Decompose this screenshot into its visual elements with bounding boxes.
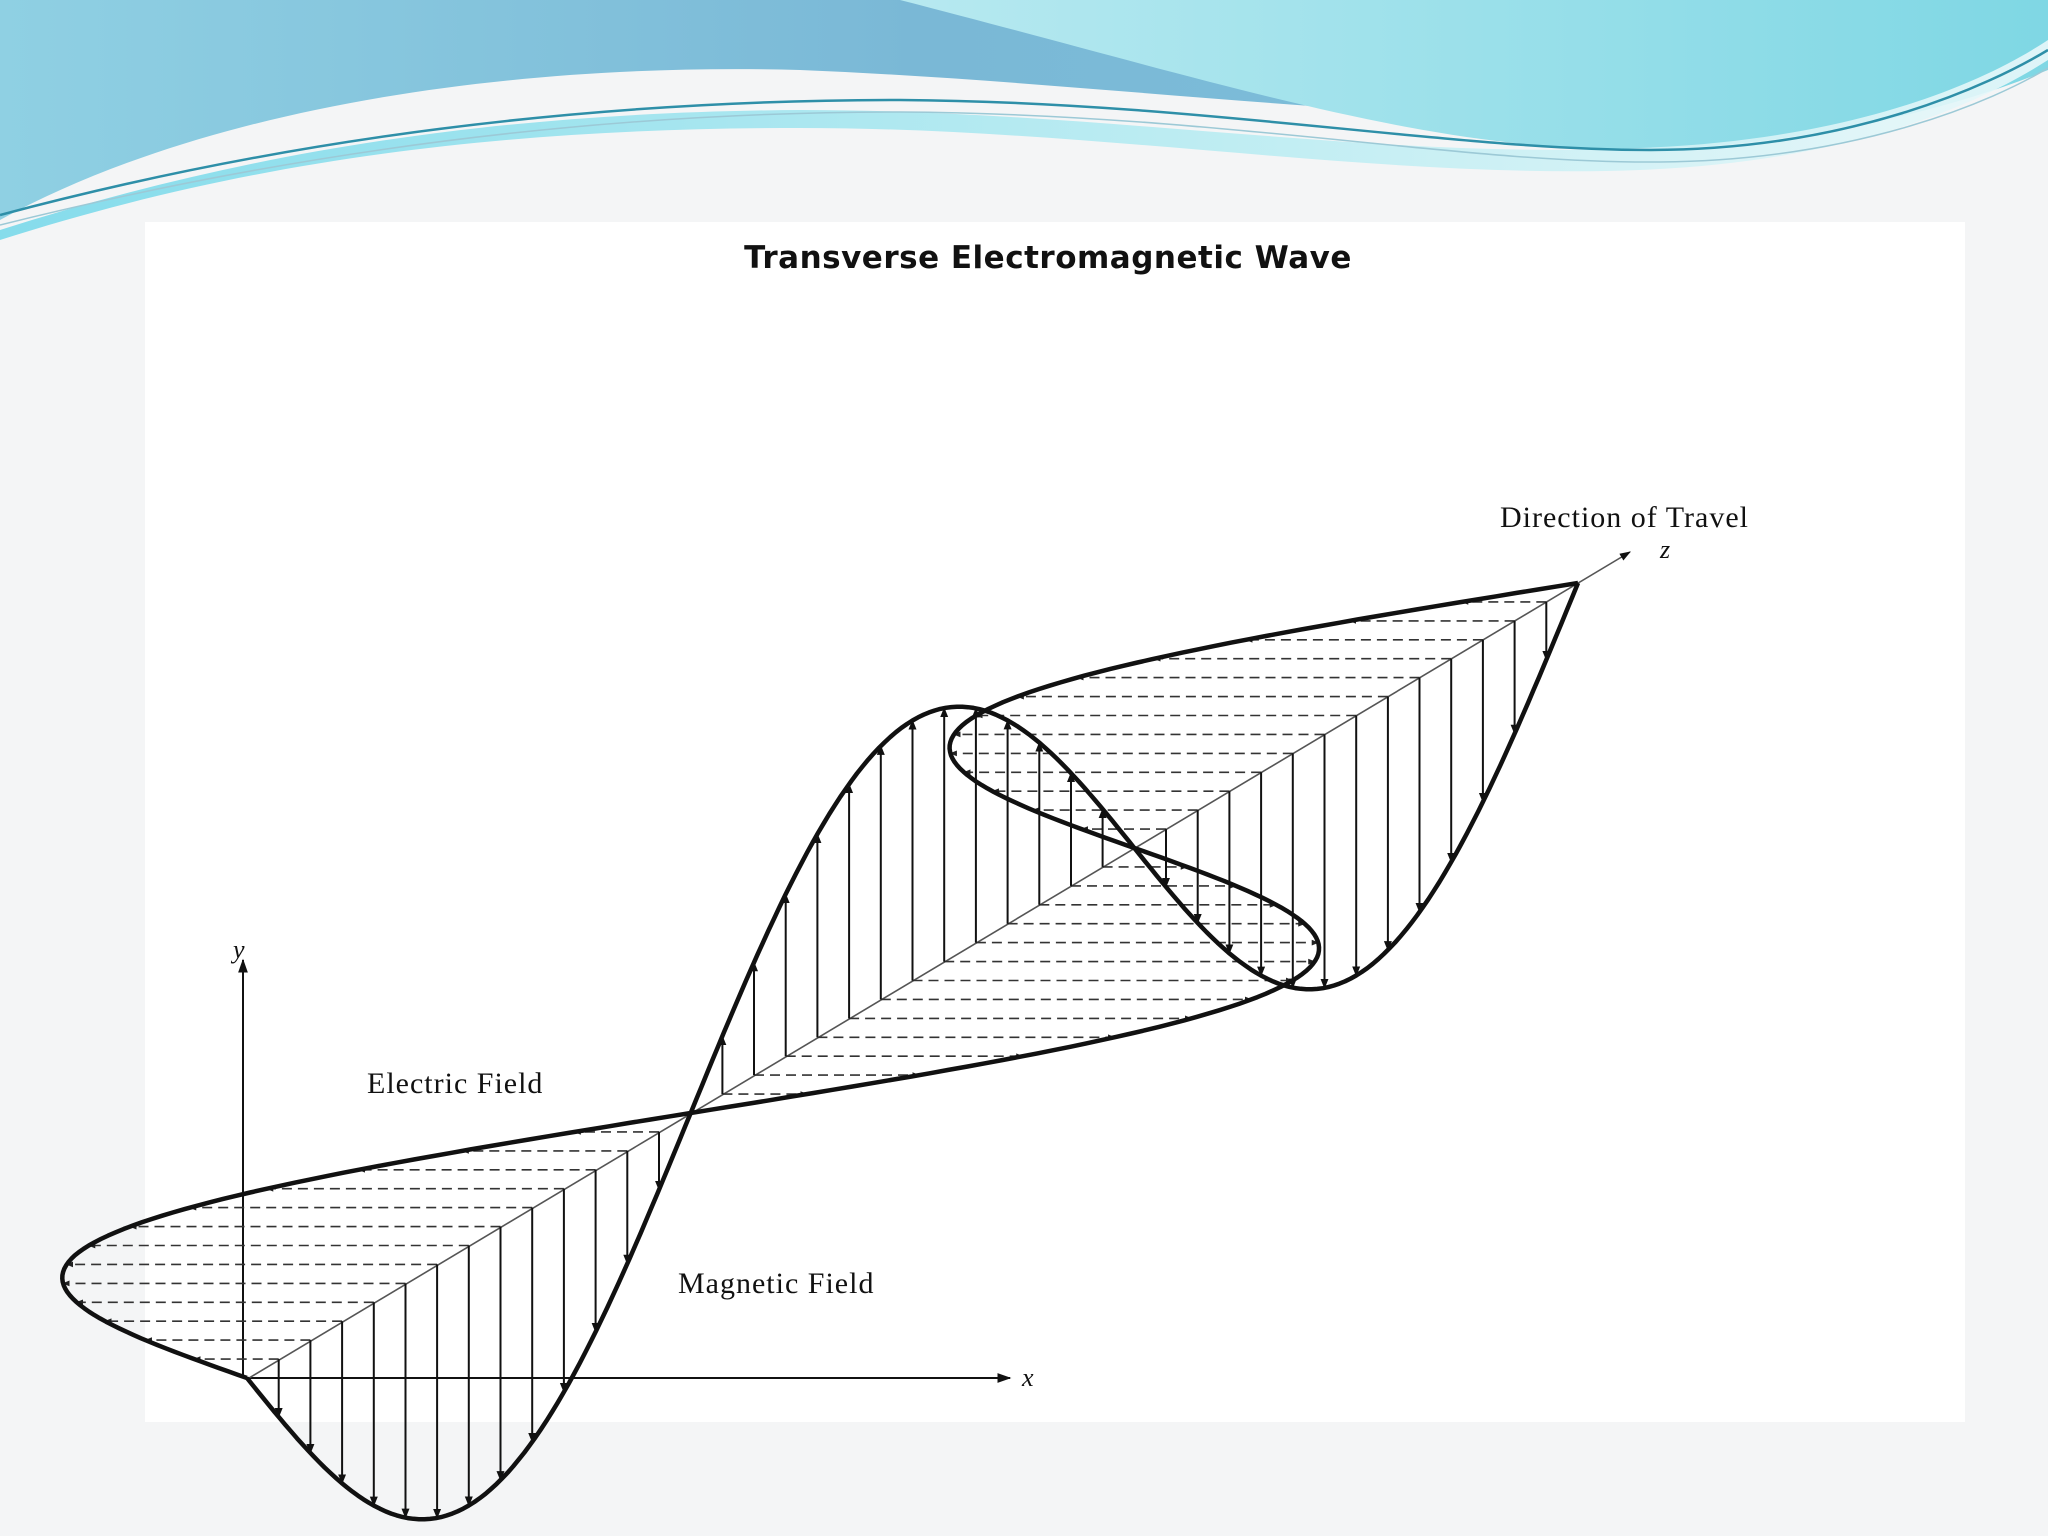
figure-panel (145, 222, 1965, 1422)
slide-header-banner (0, 0, 2048, 240)
direction-label: Direction of Travel (1500, 501, 1749, 534)
z-axis-label: z (1659, 535, 1670, 564)
electric-field-curve (245, 582, 1581, 1522)
diagram-title: Transverse Electromagnetic Wave (744, 240, 1352, 276)
magnetic-field-vectors (62, 599, 1547, 1362)
electric-field-label: Electric Field (367, 1067, 543, 1100)
x-axis-label: x (1021, 1363, 1034, 1392)
electric-field-vectors (274, 601, 1551, 1519)
magnetic-field-curve (60, 580, 1579, 1381)
magnetic-field-label: Magnetic Field (678, 1267, 874, 1300)
z-axis (248, 551, 1631, 1379)
y-axis-label: y (230, 935, 245, 964)
